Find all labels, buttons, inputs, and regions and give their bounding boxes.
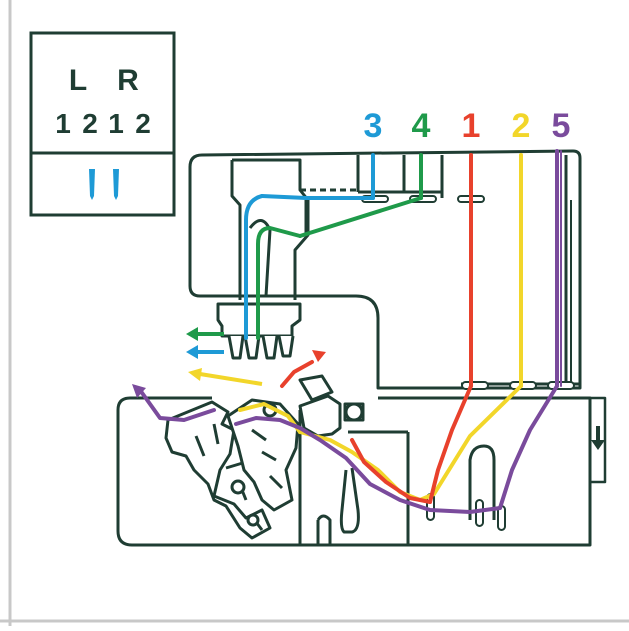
down-arrow-icon: [591, 426, 605, 450]
looper-mechanism: [166, 376, 363, 538]
thread-label-3: 3: [364, 107, 383, 145]
needle-number: 1: [55, 108, 71, 139]
thread-label-2: 2: [512, 107, 531, 145]
red-arrow-icon: [312, 350, 326, 362]
thread-labels: 3 4 1 2 5: [364, 107, 571, 145]
thread-label-5: 5: [552, 107, 571, 145]
yellow-arrow-icon: [188, 368, 262, 384]
thread-label-1: 1: [462, 107, 481, 145]
needle-number: 1: [108, 108, 124, 139]
needle-right-label: R: [117, 64, 139, 97]
thread-label-4: 4: [412, 107, 431, 145]
needle-number: 2: [82, 108, 98, 139]
blue-arrow-icon: [186, 345, 224, 359]
green-arrow-icon: [186, 327, 224, 341]
needle-number: 2: [135, 108, 151, 139]
needle-position-box: L R 1 2 1 2: [31, 33, 174, 215]
needle-left-label: L: [69, 64, 87, 97]
